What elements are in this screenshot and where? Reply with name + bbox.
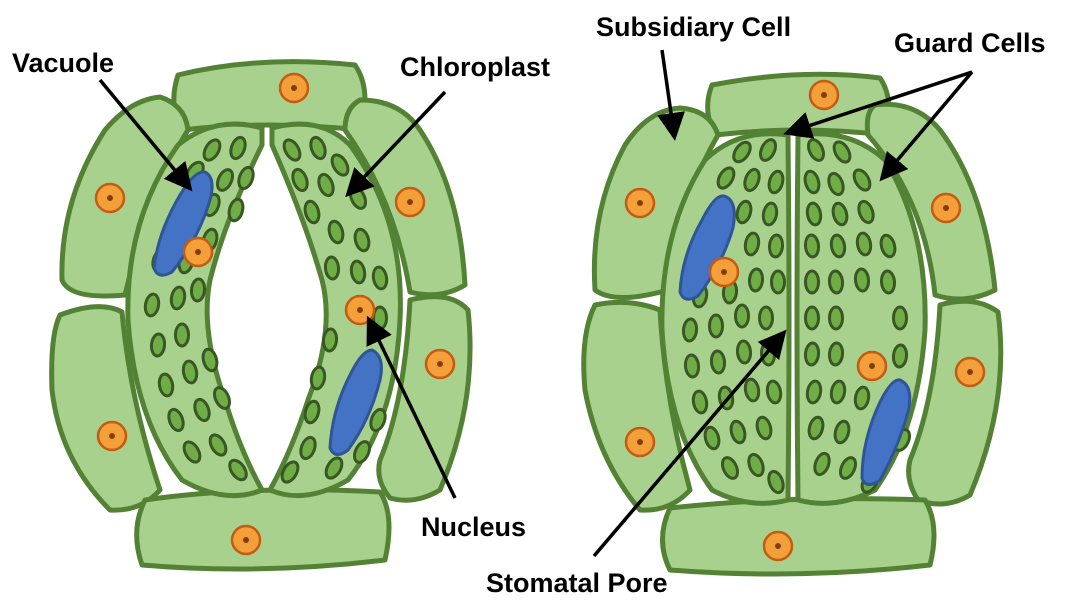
- label-stomatal-pore: Stomatal Pore: [486, 568, 668, 598]
- subsidiary-cell-top: [174, 62, 365, 130]
- label-vacuole: Vacuole: [12, 48, 114, 78]
- closed-stoma: [584, 74, 1001, 574]
- subsidiary-cell-bottom-closed: [663, 499, 935, 574]
- label-guard-cells: Guard Cells: [894, 28, 1046, 58]
- subsidiary-cells-right: [584, 74, 1001, 574]
- label-chloroplast: Chloroplast: [400, 52, 550, 82]
- subsidiary-cell-bottom: [137, 490, 389, 569]
- open-stoma: [52, 62, 470, 569]
- subsidiary-cell-top-closed: [708, 74, 889, 135]
- label-subsidiary-cell: Subsidiary Cell: [596, 12, 791, 42]
- label-nucleus: Nucleus: [421, 512, 526, 542]
